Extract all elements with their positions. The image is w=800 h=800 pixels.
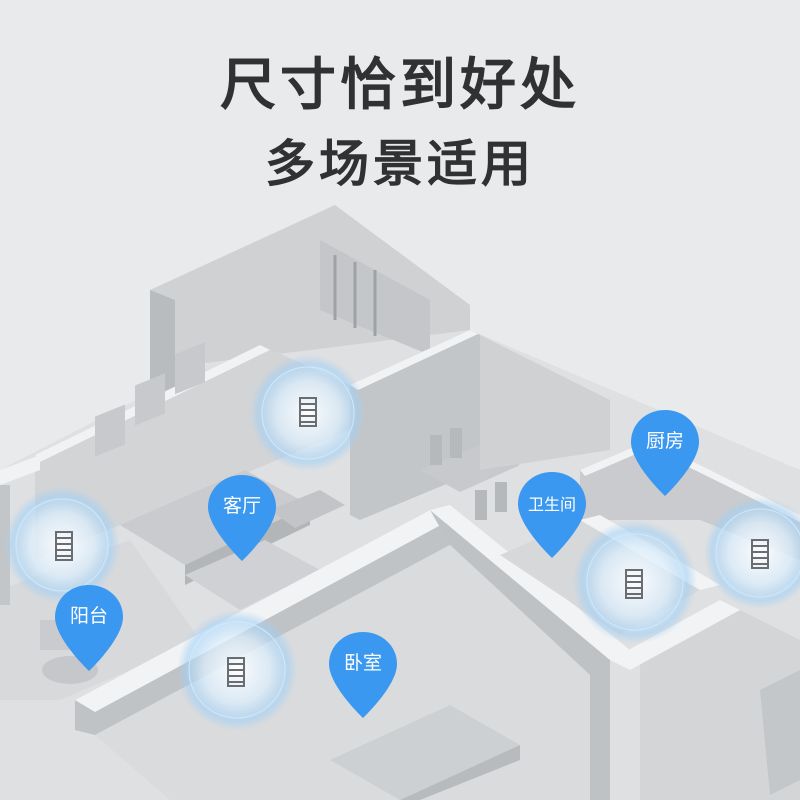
coffee-table <box>185 540 320 610</box>
room-pin-bedroom: 卧室 <box>326 630 400 722</box>
room-label-living: 客厅 <box>222 495 261 517</box>
location-pin-icon <box>329 632 397 718</box>
location-pin-icon <box>208 475 276 561</box>
front-right-wall <box>430 510 610 800</box>
product-marker <box>573 520 697 644</box>
room-pin-kitchen: 厨房 <box>628 408 702 500</box>
room-pin-bathroom: 卫生间 <box>515 470 589 562</box>
room-label-kitchen: 厨房 <box>645 430 684 452</box>
towel-rack-icon <box>625 569 643 599</box>
product-marker <box>250 355 366 471</box>
room-label-bathroom: 卫生间 <box>527 495 576 514</box>
headline-line-1: 尺寸恰到好处 <box>220 53 580 118</box>
location-pin-icon <box>518 472 586 558</box>
right-wing-back-wall <box>480 335 610 470</box>
upper-room-left-wall <box>150 290 175 400</box>
balcony-railing <box>0 455 40 485</box>
product-marker <box>4 487 120 603</box>
towel-rack-icon <box>299 397 317 427</box>
product-marker <box>177 610 297 730</box>
bottom-right-room-floor <box>640 600 800 800</box>
room-label-balcony: 阳台 <box>69 605 108 627</box>
bed <box>330 705 520 800</box>
towel-rack-icon <box>55 531 73 561</box>
towel-rack-icon <box>751 539 769 569</box>
room-label-bedroom: 卧室 <box>343 652 382 674</box>
room-pin-balcony: 阳台 <box>52 583 126 675</box>
towel-rack-icon <box>227 657 245 687</box>
product-marker <box>704 497 800 609</box>
location-pin-icon <box>631 410 699 496</box>
room-pin-living: 客厅 <box>205 473 279 565</box>
location-pin-icon <box>55 585 123 671</box>
headline-line-2: 多场景适用 <box>265 135 535 193</box>
